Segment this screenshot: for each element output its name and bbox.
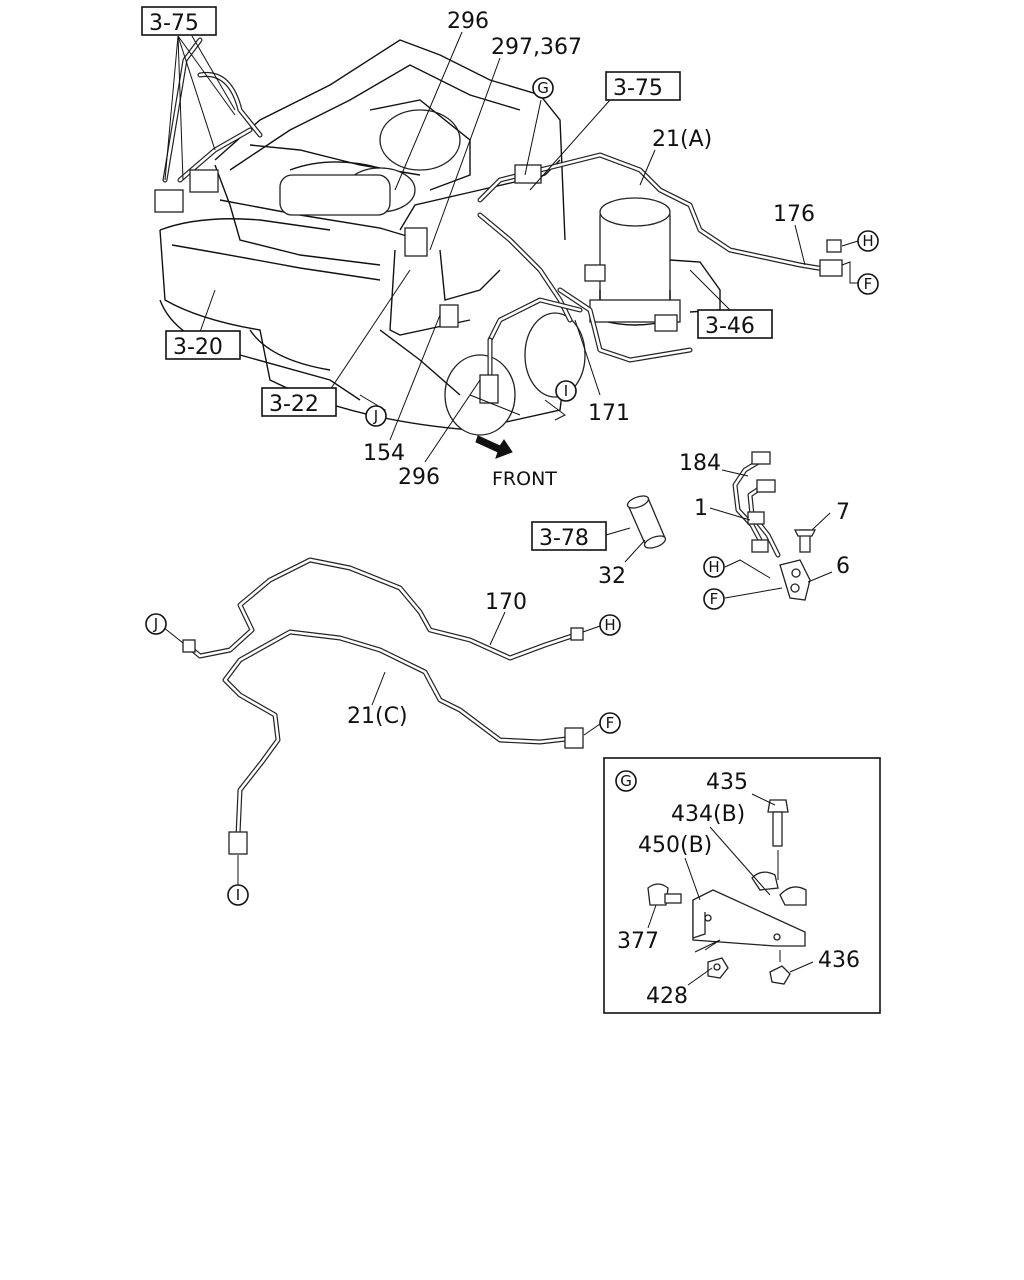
svg-text:G: G bbox=[537, 79, 549, 97]
part-184: 184 bbox=[679, 451, 721, 476]
part-436: 436 bbox=[818, 948, 860, 973]
marker-i-top: I bbox=[555, 380, 577, 402]
svg-text:J: J bbox=[153, 615, 158, 633]
svg-text:3-75: 3-75 bbox=[149, 11, 199, 36]
circle-markers-upper: G H F J I bbox=[365, 77, 879, 427]
marker-g-detail: G bbox=[615, 770, 637, 792]
marker-j-top: J bbox=[365, 405, 387, 427]
ref-box-3-22[interactable]: 3-22 bbox=[261, 387, 337, 417]
part-435: 435 bbox=[706, 770, 748, 795]
sleeve-part-32: 32 bbox=[598, 495, 667, 589]
part-176: 176 bbox=[773, 202, 815, 227]
part-21a: 21(A) bbox=[652, 127, 712, 152]
svg-text:3-46: 3-46 bbox=[705, 314, 755, 339]
marker-f-assembly: F bbox=[703, 588, 725, 610]
marker-h-assembly: H bbox=[703, 556, 725, 578]
marker-f-pipe: F bbox=[599, 712, 621, 734]
front-label: FRONT bbox=[492, 468, 557, 490]
svg-text:G: G bbox=[620, 772, 632, 790]
ref-box-3-46[interactable]: 3-46 bbox=[697, 309, 773, 339]
svg-text:3-78: 3-78 bbox=[539, 526, 589, 551]
part-377: 377 bbox=[617, 929, 659, 954]
svg-text:3-75: 3-75 bbox=[613, 76, 663, 101]
part-154: 154 bbox=[363, 441, 405, 466]
part-428: 428 bbox=[646, 984, 688, 1009]
svg-text:F: F bbox=[710, 590, 719, 608]
svg-text:I: I bbox=[236, 886, 240, 904]
part-296-bottom: 296 bbox=[398, 465, 440, 490]
svg-text:J: J bbox=[373, 407, 378, 425]
svg-text:3-20: 3-20 bbox=[173, 335, 223, 360]
svg-text:3-22: 3-22 bbox=[269, 392, 319, 417]
marker-h-top: H bbox=[857, 230, 879, 252]
part-7: 7 bbox=[836, 500, 850, 525]
pipe-21c: 21(C) I F bbox=[222, 629, 621, 906]
marker-j-pipe: J bbox=[145, 613, 167, 635]
part-170: 170 bbox=[485, 590, 527, 615]
ref-box-3-75-top-left[interactable]: 3-75 bbox=[141, 6, 217, 36]
marker-h-pipe: H bbox=[599, 614, 621, 636]
detail-g-panel: G 435 434(B) 450(B) 377 4 bbox=[603, 757, 881, 1014]
svg-text:H: H bbox=[708, 558, 719, 576]
part-434b: 434(B) bbox=[671, 802, 745, 827]
reference-boxes: 3-75 3-75 3-20 3-22 3-46 3-78 bbox=[141, 6, 773, 551]
part-1: 1 bbox=[694, 496, 708, 521]
engine-assembly-drawing bbox=[154, 37, 843, 436]
upper-leader-lines bbox=[164, 31, 859, 463]
part-171: 171 bbox=[588, 401, 630, 426]
svg-text:I: I bbox=[564, 382, 568, 400]
hose-assembly-drawing: 184 1 7 6 H F bbox=[679, 451, 850, 610]
part-32: 32 bbox=[598, 564, 626, 589]
marker-i-pipe: I bbox=[227, 884, 249, 906]
svg-text:H: H bbox=[604, 616, 615, 634]
part-450b: 450(B) bbox=[638, 833, 712, 858]
marker-g-top: G bbox=[532, 77, 554, 99]
svg-text:F: F bbox=[606, 714, 615, 732]
pipe-170: 170 J H bbox=[145, 557, 621, 661]
svg-text:H: H bbox=[862, 232, 873, 250]
marker-f-top: F bbox=[857, 273, 879, 295]
ref-box-3-78[interactable]: 3-78 bbox=[531, 521, 607, 551]
svg-text:F: F bbox=[864, 275, 873, 293]
part-labels-upper: 296 297,367 21(A) 176 154 296 171 bbox=[363, 9, 815, 490]
ref-box-3-75-top-mid[interactable]: 3-75 bbox=[605, 71, 681, 101]
part-296-top: 296 bbox=[447, 9, 489, 34]
part-6: 6 bbox=[836, 554, 850, 579]
part-297-367: 297,367 bbox=[491, 35, 582, 60]
part-21c: 21(C) bbox=[347, 704, 408, 729]
ref-box-3-20[interactable]: 3-20 bbox=[165, 330, 241, 360]
front-direction-arrow: FRONT bbox=[475, 435, 557, 490]
